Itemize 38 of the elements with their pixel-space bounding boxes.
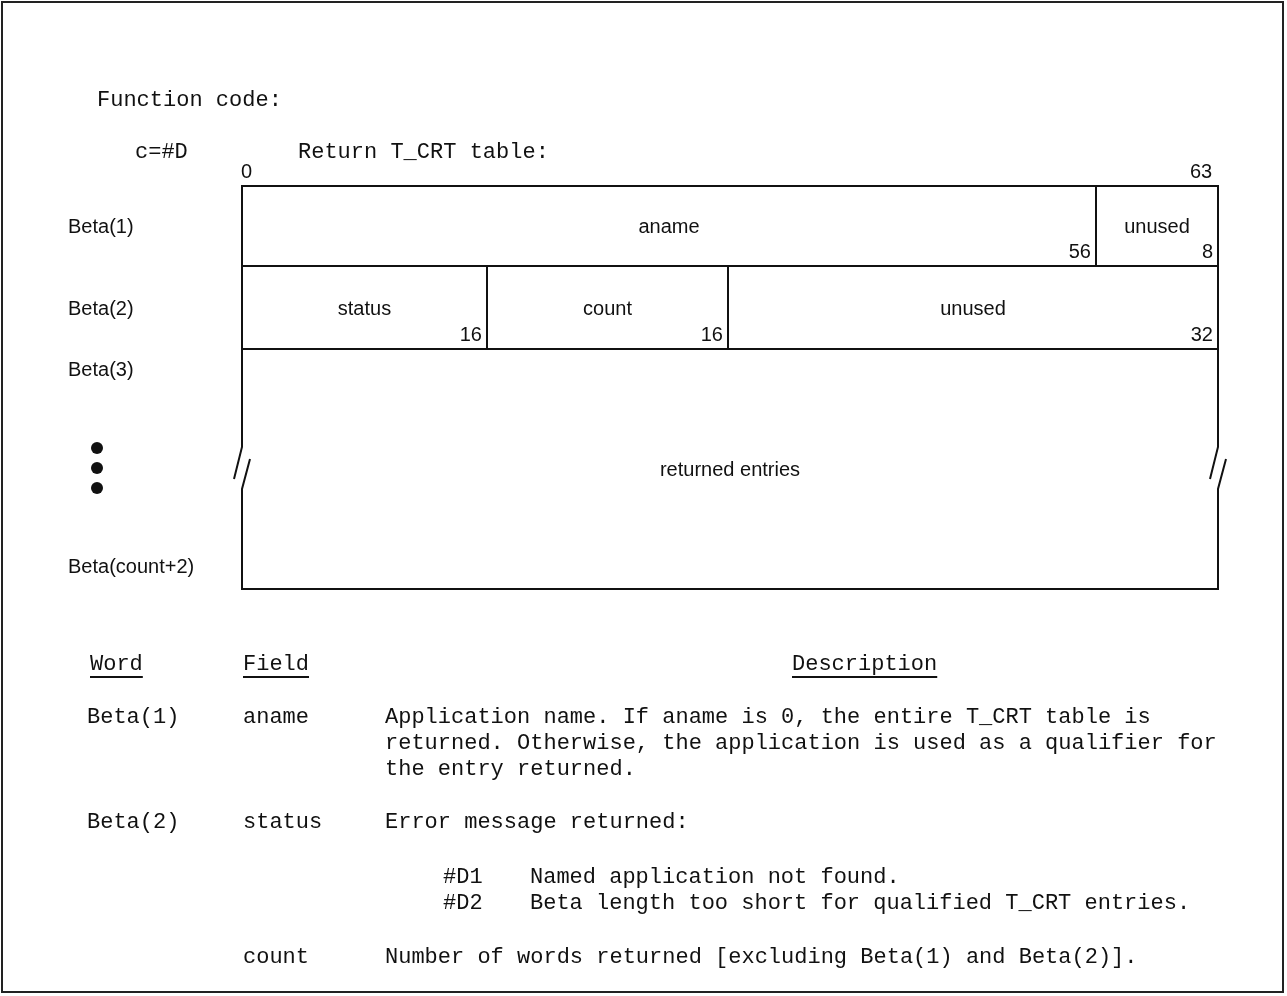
register-field <box>1095 185 1219 267</box>
field-label: aname <box>637 214 701 238</box>
word-name: Beta(2) <box>87 810 180 835</box>
field-name: count <box>243 945 309 970</box>
function-description: Return T_CRT table: <box>298 140 549 165</box>
word-label: Beta(1) <box>68 215 134 238</box>
error-message: Beta length too short for qualified T_CRT entries. <box>530 891 1191 916</box>
field-label: status <box>336 296 393 319</box>
bit-width-label: 16 <box>700 323 723 346</box>
word-label: Beta(2) <box>68 297 134 320</box>
error-message: Named application not found. <box>530 865 900 890</box>
column-header: Description <box>792 652 938 677</box>
section-heading: Function code: <box>97 88 282 113</box>
field-label: count <box>582 296 633 319</box>
register-field <box>233 348 1227 590</box>
bit-index: 63 <box>1190 160 1213 183</box>
error-code: #D1 <box>443 865 483 890</box>
function-code: c=#D <box>135 140 188 165</box>
column-header: Word <box>90 652 143 677</box>
bit-index: 0 <box>241 160 253 183</box>
bit-width-label: 32 <box>1190 323 1213 346</box>
bit-width-label: 56 <box>1068 240 1091 263</box>
field-name: aname <box>243 705 309 730</box>
description-text: Number of words returned [excluding Beta(1) and Beta(2)]. <box>385 945 1138 970</box>
description-text: Error message returned: <box>385 810 689 835</box>
column-header: Field <box>243 652 309 677</box>
error-code: #D2 <box>443 891 483 916</box>
bit-width-label: 16 <box>459 323 482 346</box>
field-label: returned entries <box>658 457 802 481</box>
bit-width-label: 8 <box>1201 240 1213 263</box>
field-label: unused <box>1123 214 1191 238</box>
word-label: Beta(3) <box>68 358 134 381</box>
word-label: Beta(count+2) <box>68 555 195 578</box>
field-name: status <box>243 810 323 835</box>
register-field <box>241 185 1097 267</box>
description-text: Application name. If aname is 0, the entire T_CRT table is returned. Otherwise, the application is used as a qualifier for the entry returned. <box>385 705 1218 783</box>
field-label: unused <box>939 296 1007 319</box>
word-name: Beta(1) <box>87 705 180 730</box>
